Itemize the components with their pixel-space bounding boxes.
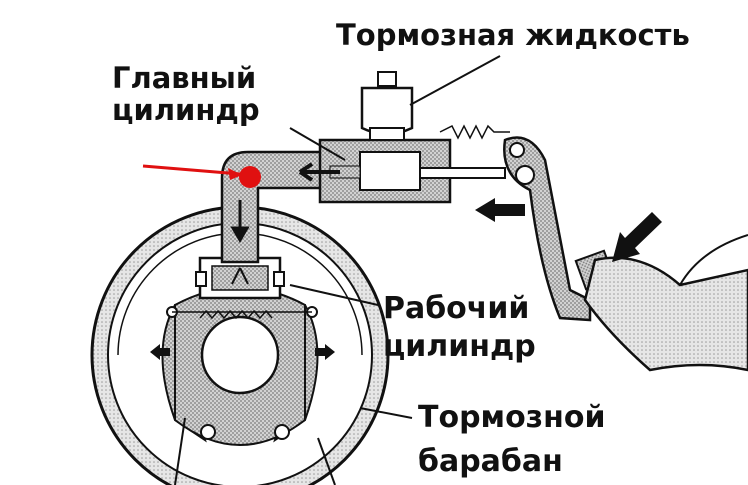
red-pointer-arrowhead [228, 168, 242, 180]
pedal-spring [439, 124, 510, 140]
red-marker-dot [239, 166, 261, 188]
wheel-cylinder [195, 256, 285, 300]
driver-foot [583, 234, 748, 372]
force-arrow-right [315, 344, 335, 360]
foot-press-arrow [612, 212, 662, 262]
master-cylinder [298, 138, 506, 204]
flow-arrow-down [230, 200, 250, 243]
wheel-cylinder-label: Рабочий цилиндр [383, 290, 536, 366]
wheel-cylinder-label-line1: Рабочий [383, 291, 530, 326]
leader-lines [174, 55, 501, 485]
return-spring [199, 309, 273, 320]
master-cylinder-label: Главный цилиндр [112, 62, 260, 126]
brake-drum-label-line2: барабан [418, 444, 563, 479]
red-pointer-arrow [142, 164, 241, 176]
brake-fluid-label: Тормозная жидкость [336, 18, 690, 52]
fluid-reservoir [360, 71, 414, 141]
master-cylinder-label-line2: цилиндр [112, 93, 260, 127]
brake-drum-label: Тормозной барабан [418, 396, 605, 484]
brake-shoes [161, 286, 319, 446]
push-arrow [475, 198, 525, 222]
force-arrow-left [150, 344, 170, 360]
wheel-cylinder-label-line2: цилиндр [383, 329, 536, 364]
master-cylinder-label-line1: Главный [112, 61, 257, 95]
brake-drum-label-line1: Тормозной [418, 400, 606, 435]
